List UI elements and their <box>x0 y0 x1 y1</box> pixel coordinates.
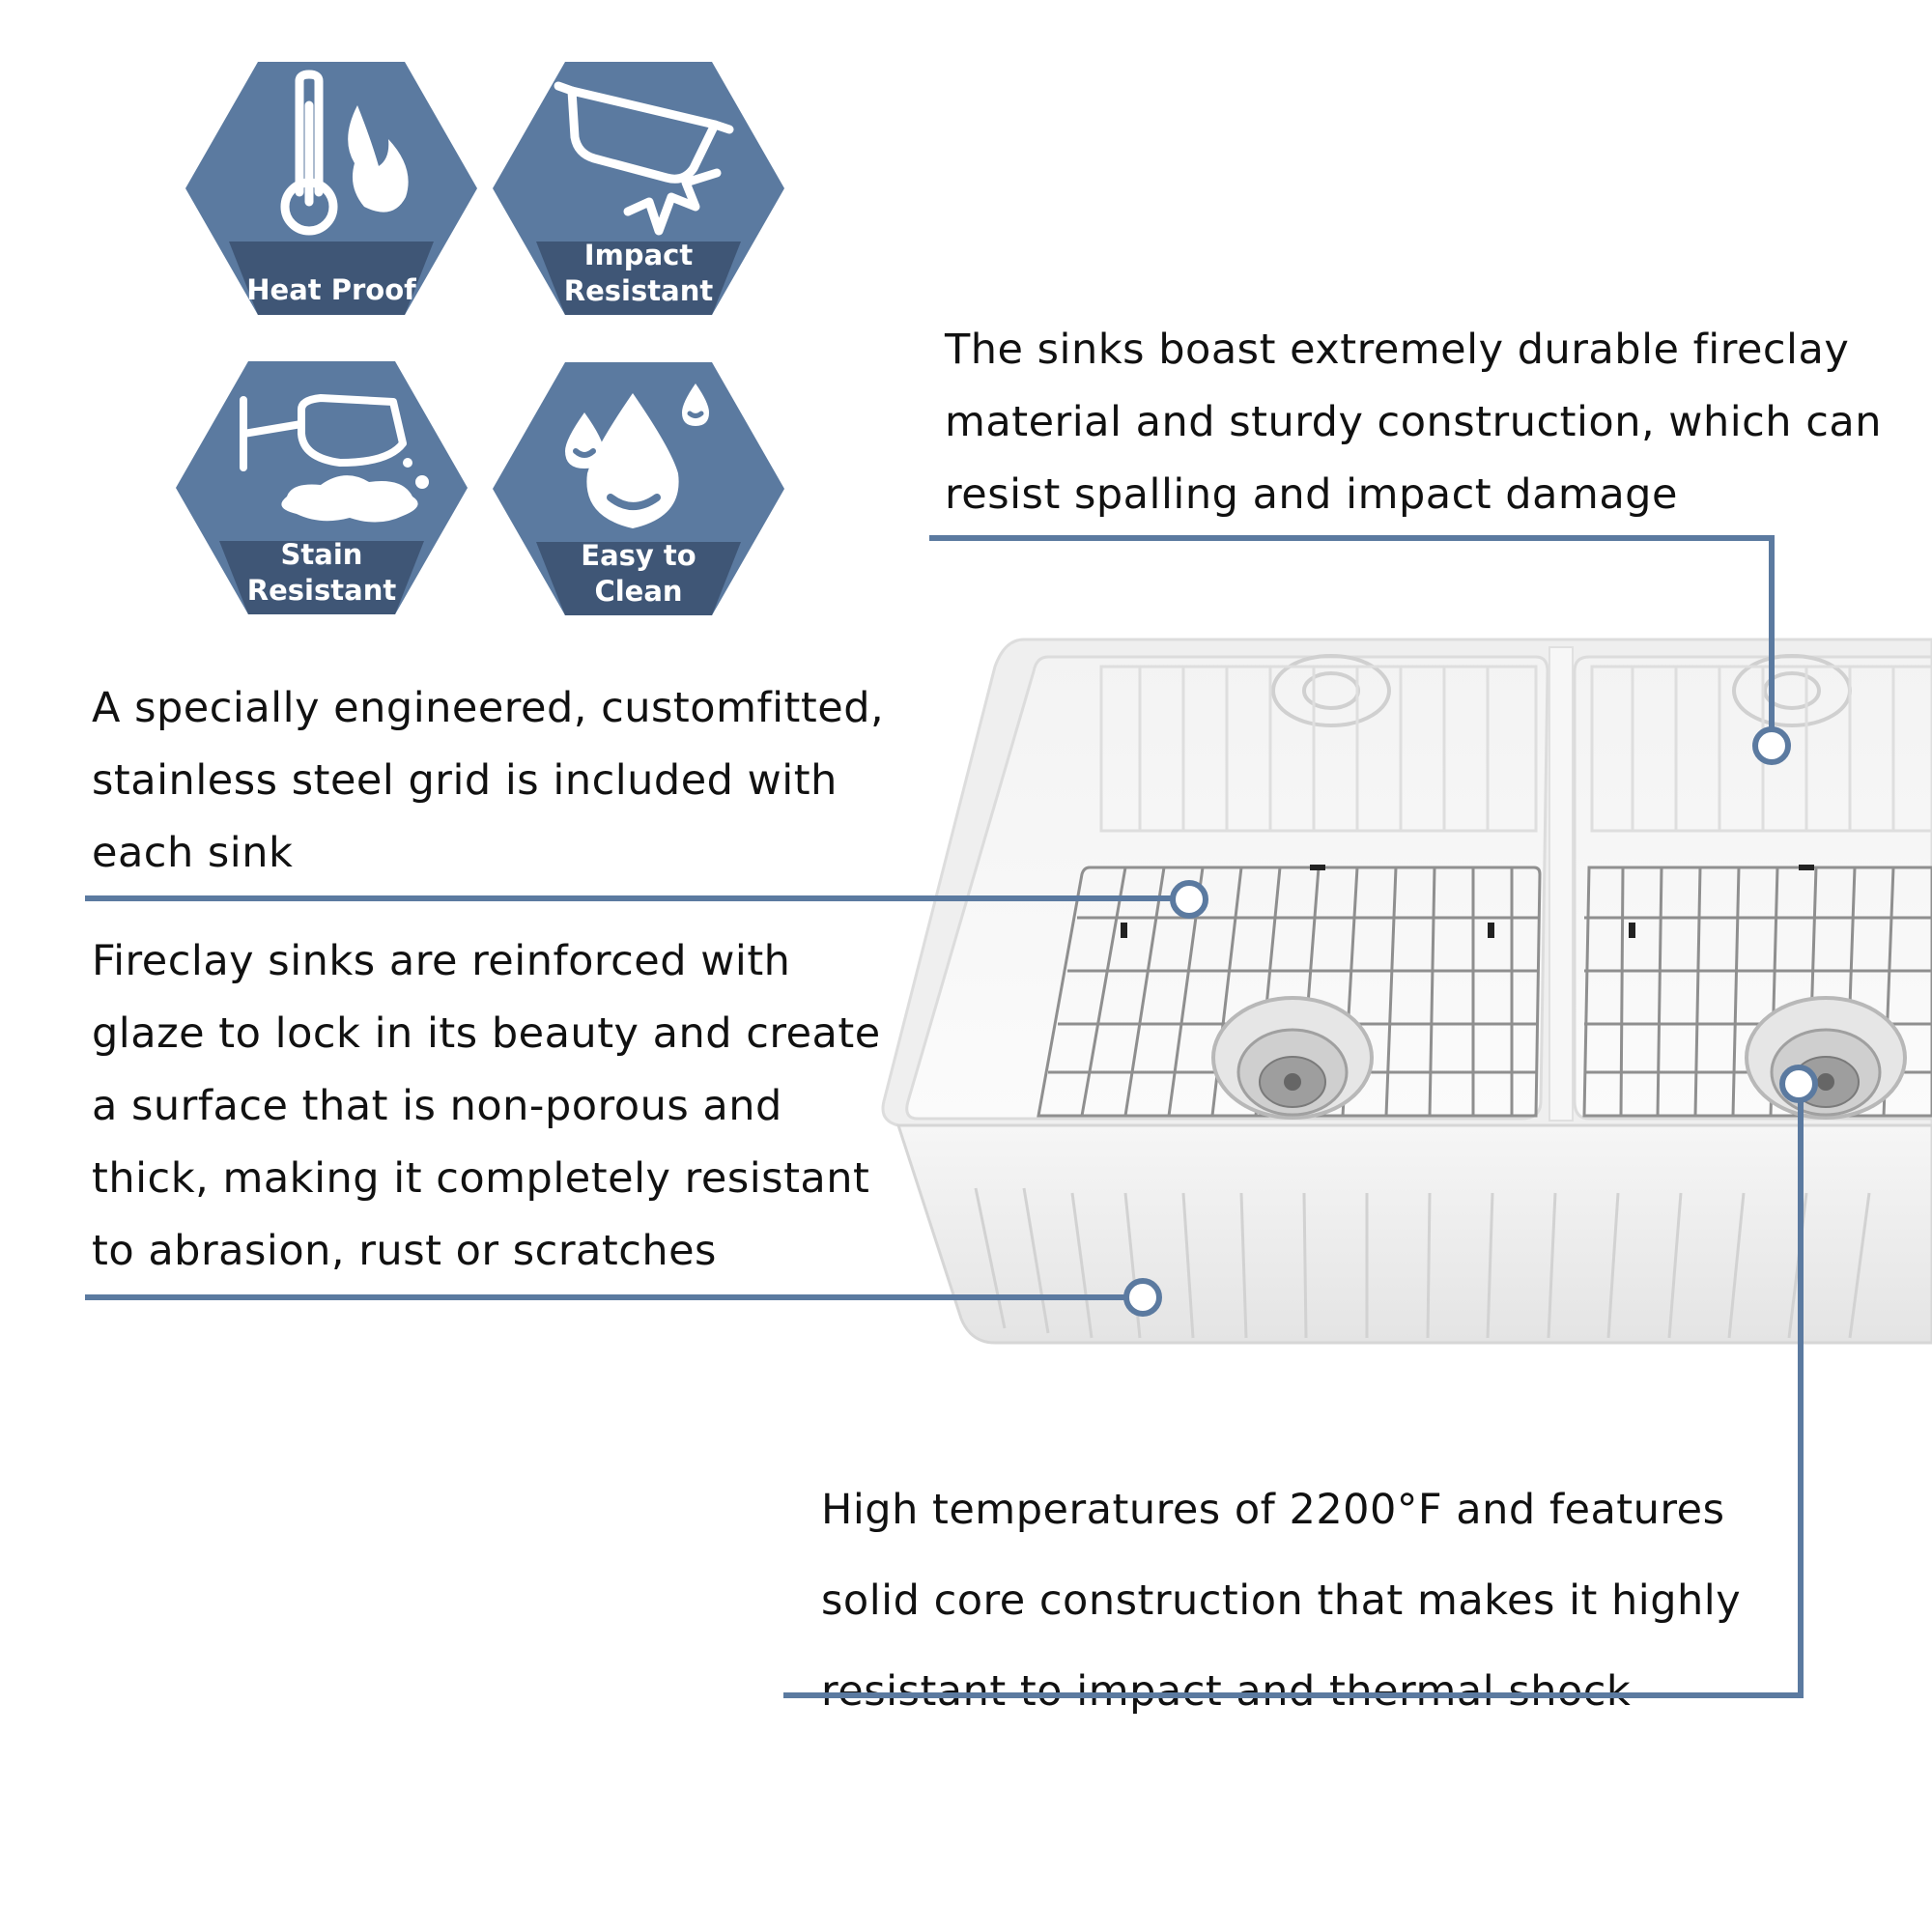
badge-easy-to-clean: Easy to Clean <box>493 362 784 615</box>
leader-marker-temperature <box>1779 1065 1818 1103</box>
badge-heat-proof: Heat Proof <box>185 62 477 315</box>
callout-line: a surface that is non-porous and <box>92 1082 782 1130</box>
badge-line: Resistant <box>246 574 397 607</box>
callout-line: thick, making it completely resistant <box>92 1154 870 1203</box>
leader-marker-grid <box>1170 880 1208 919</box>
callout-line: A specially engineered, customfitted, <box>92 684 885 732</box>
callout-line: The sinks boast extremely durable firecl… <box>945 326 1850 374</box>
callout-line: each sink <box>92 829 294 877</box>
callout-line: stainless steel grid is included with <box>92 756 838 805</box>
badge-line: Clean <box>594 575 683 608</box>
badge-line: Resistant <box>563 274 714 307</box>
callout-glaze: Fireclay sinks are reinforced with glaze… <box>92 925 881 1288</box>
leader-line-temperature <box>783 1099 1804 1698</box>
callout-line: material and sturdy construction, which … <box>945 398 1882 446</box>
callout-line: glaze to lock in its beauty and create <box>92 1009 881 1058</box>
back-grids <box>1099 665 1932 833</box>
apron-flutes <box>974 1187 1871 1339</box>
grid-bumpers <box>1121 865 1814 938</box>
flame-shape <box>348 105 409 213</box>
basin-divider <box>1548 646 1574 1122</box>
badge-line: Easy to <box>581 539 696 572</box>
leader-line-durable <box>929 535 1775 729</box>
callout-line: High temperatures of 2200°F and features <box>821 1486 1725 1534</box>
wine-spill-shape <box>281 475 418 523</box>
back-drains <box>1271 654 1852 727</box>
callout-high-temperature: High temperatures of 2200°F and features… <box>821 1464 1741 1737</box>
callout-line: resistant to impact and thermal shock <box>821 1667 1632 1716</box>
pot-impact-icon <box>554 81 734 236</box>
callout-steel-grid: A specially engineered, customfitted, st… <box>92 672 884 890</box>
callout-line: solid core construction that makes it hi… <box>821 1577 1742 1625</box>
badge-line: Stain <box>280 538 363 571</box>
right-drain <box>1745 996 1907 1120</box>
callout-line: resist spalling and impact damage <box>945 470 1678 519</box>
thermometer-flame-icon <box>280 70 338 236</box>
callout-line: Fireclay sinks are reinforced with <box>92 937 791 985</box>
right-grid <box>1582 866 1932 1118</box>
badge-stain-resistant: Stain Resistant <box>176 361 468 614</box>
left-basin <box>905 655 1549 1121</box>
left-drain <box>1211 996 1374 1120</box>
leader-marker-durable <box>1752 726 1791 765</box>
badge-line: Impact <box>583 239 694 271</box>
spilled-wine-glass-icon <box>240 394 407 471</box>
callout-line: to abrasion, rust or scratches <box>92 1227 717 1275</box>
leader-marker-glaze <box>1123 1278 1162 1317</box>
callout-durable-material: The sinks boast extremely durable firecl… <box>945 314 1882 531</box>
badge-impact-resistant: Impact Resistant <box>493 62 784 315</box>
badge-line: Heat Proof <box>246 273 416 306</box>
water-drops-icon <box>565 384 709 528</box>
